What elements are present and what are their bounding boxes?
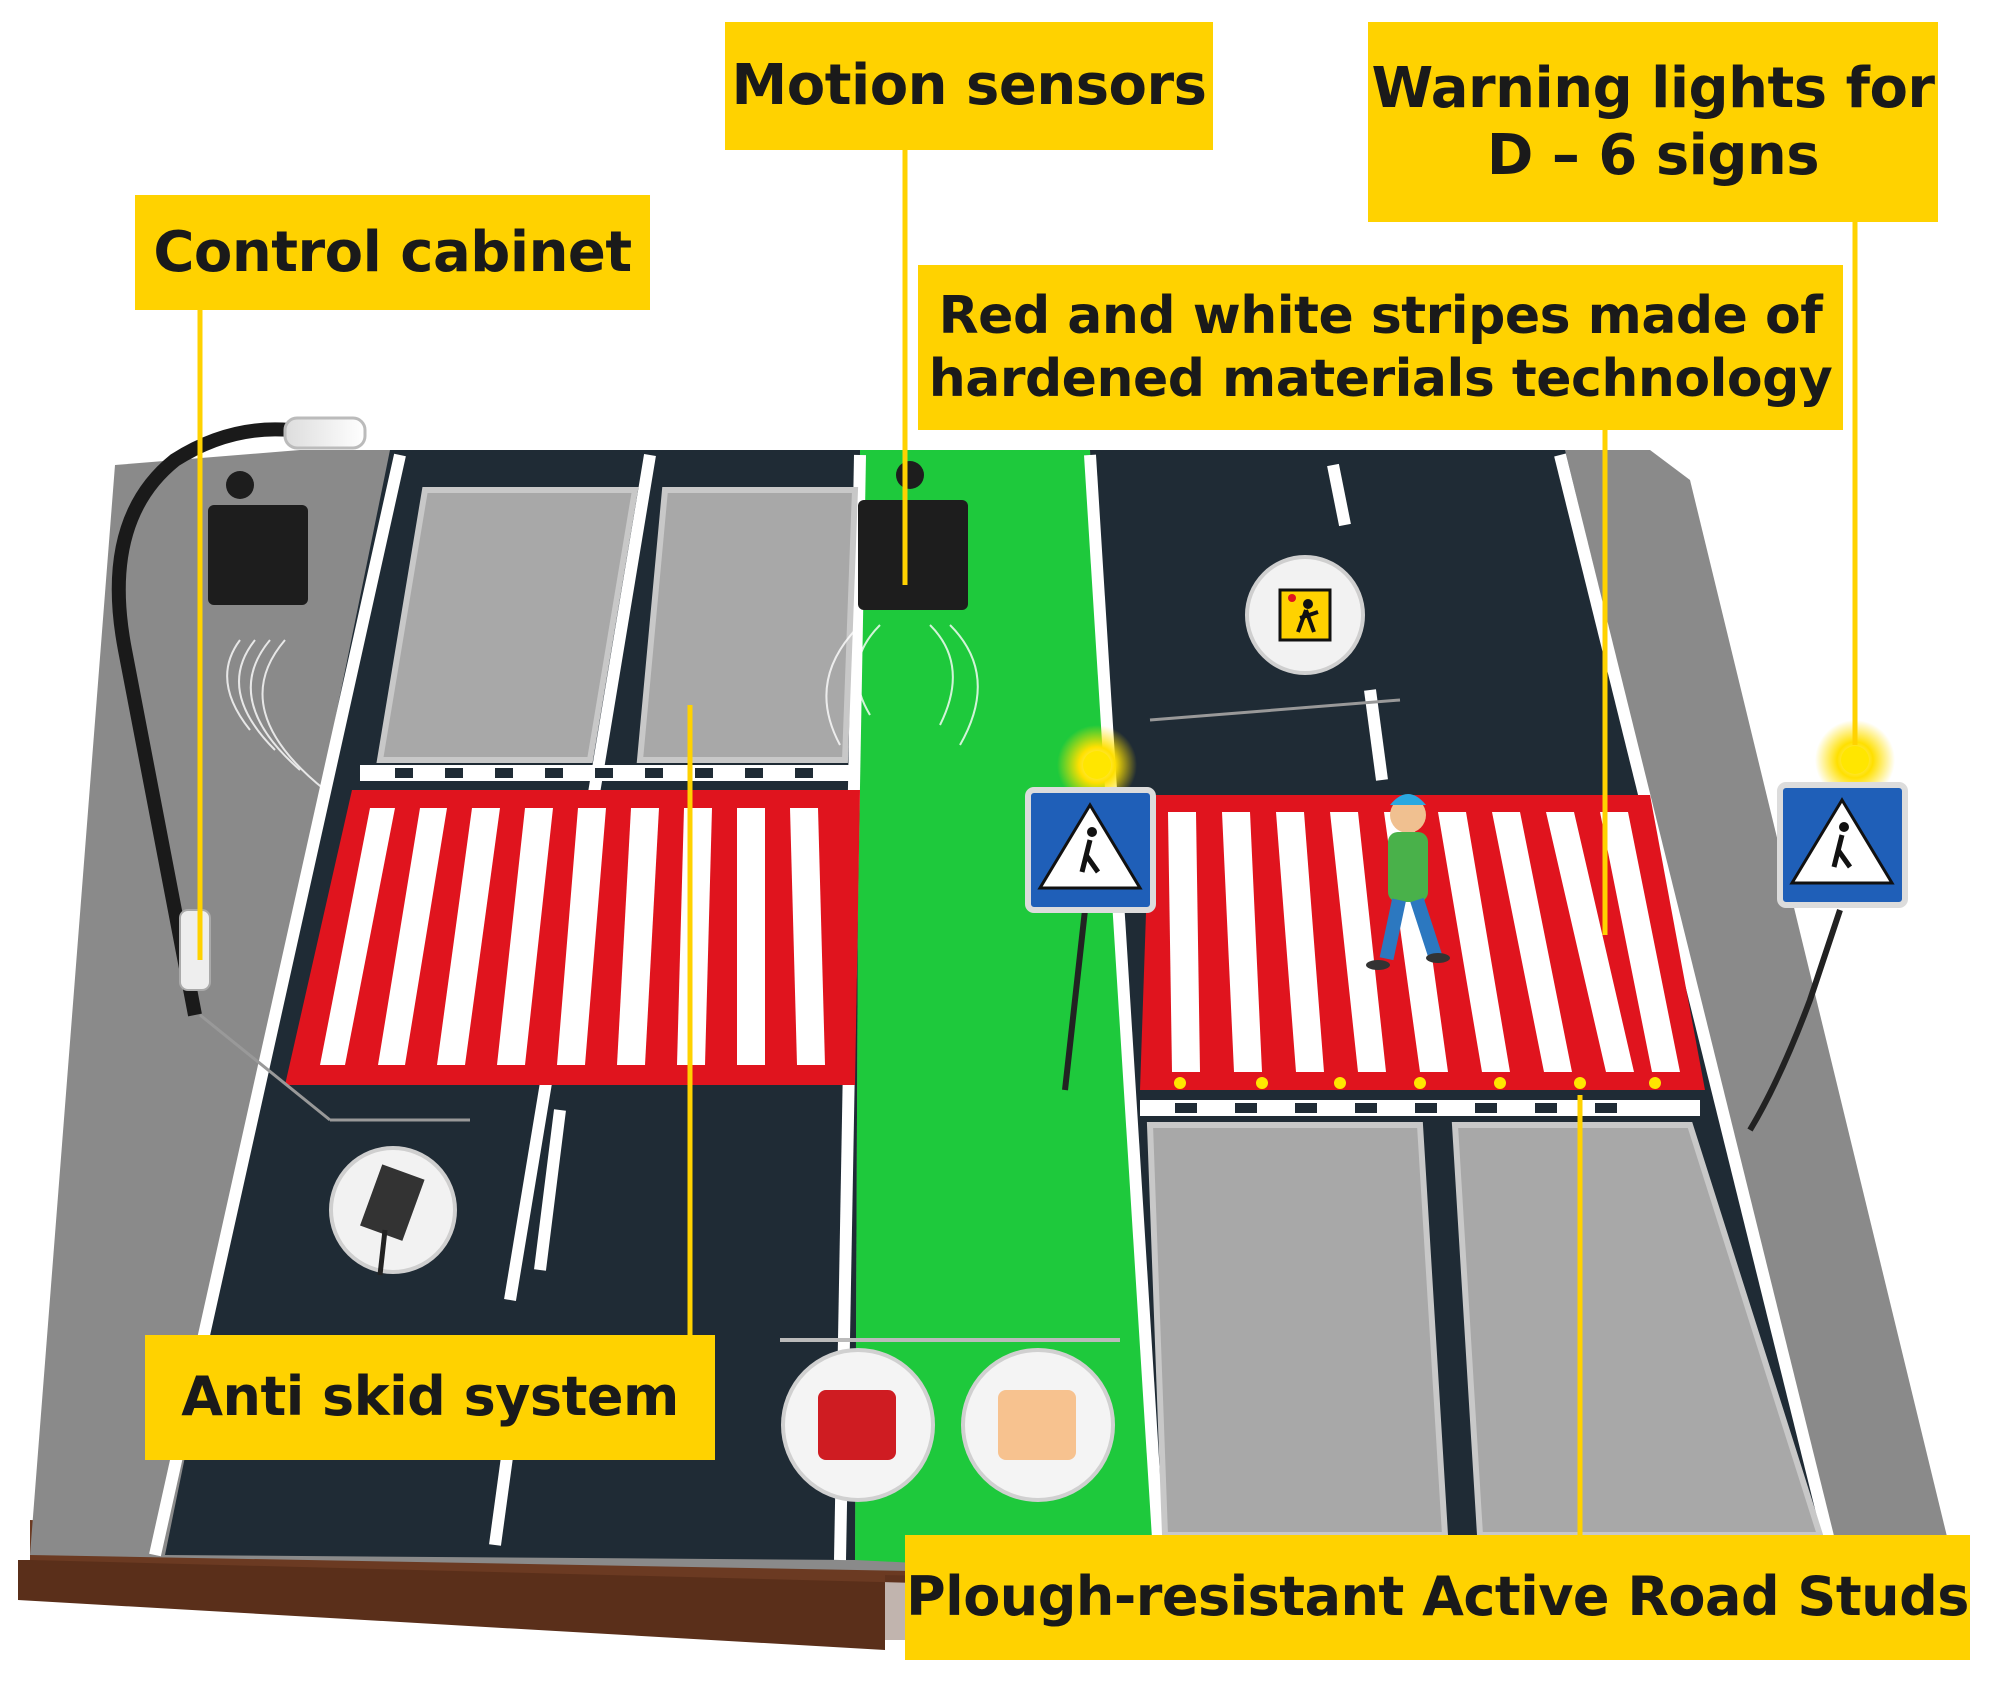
pedestrian-crossing-sign-icon-left bbox=[1025, 725, 1156, 1091]
pedestrian-crossing-sign-icon-right bbox=[1747, 720, 1908, 1132]
label-anti-skid-system: Anti skid system bbox=[145, 1335, 715, 1460]
grey-pads bbox=[376, 487, 1825, 1538]
label-warning-lights: Warning lights for D – 6 signs bbox=[1368, 22, 1938, 222]
control-cabinet-icon bbox=[199, 1013, 470, 1276]
zebra-crossing-left bbox=[285, 790, 860, 1085]
motion-sensors-text: Motion sensors bbox=[731, 53, 1207, 119]
label-road-studs: Plough-resistant Active Road Studs bbox=[905, 1535, 1970, 1660]
leader-lines bbox=[197, 150, 1858, 1535]
motion-sensor-icon-left bbox=[208, 471, 326, 791]
pedestrian-figure bbox=[1366, 794, 1450, 970]
anti-skid-text: Anti skid system bbox=[181, 1365, 679, 1429]
label-control-cabinet: Control cabinet bbox=[135, 195, 650, 310]
label-red-white-stripes: Red and white stripes made of hardened m… bbox=[918, 265, 1843, 430]
pedestrian-sign-icon bbox=[1149, 555, 1401, 722]
control-cabinet-text: Control cabinet bbox=[153, 219, 632, 285]
stripes-line2: hardened materials technology bbox=[928, 348, 1833, 409]
road-studs-text: Plough-resistant Active Road Studs bbox=[906, 1565, 1969, 1629]
warning-lights-line1: Warning lights for bbox=[1371, 55, 1935, 121]
stripes-line1: Red and white stripes made of bbox=[938, 286, 1823, 347]
warning-lights-line2: D – 6 signs bbox=[1486, 123, 1820, 188]
anti-skid-sample-icon bbox=[780, 1338, 1120, 1502]
label-motion-sensors: Motion sensors bbox=[725, 22, 1213, 150]
zebra-crossing-right bbox=[1140, 795, 1705, 1090]
